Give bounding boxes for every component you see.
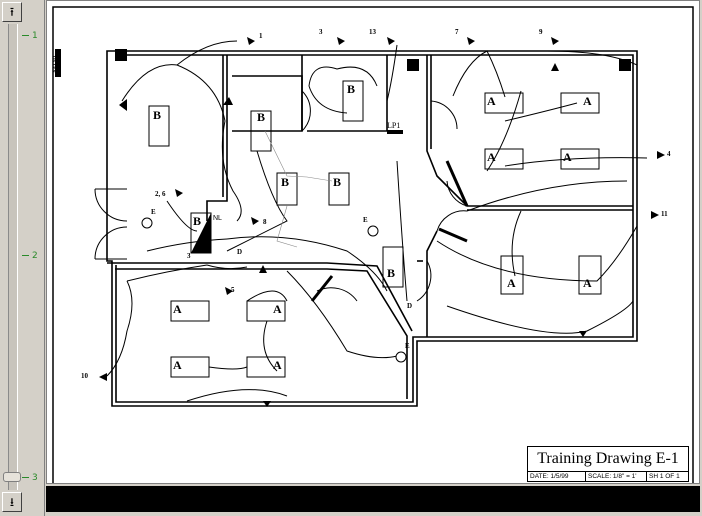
fixture-label-d: D — [407, 302, 413, 310]
ruler-tick-2: 2 — [22, 251, 38, 261]
mdp-panel — [55, 49, 61, 77]
lp1-panel — [387, 130, 403, 134]
ruler-tick-3: 3 — [22, 473, 38, 483]
fixture-label-a: A — [563, 150, 572, 164]
fixture-label-b: B — [257, 110, 266, 124]
status-bar — [46, 486, 700, 512]
exit-fixtures — [141, 217, 407, 363]
circuit-wiring — [106, 40, 648, 402]
switch-legs — [264, 130, 333, 248]
circuit-label: 5 — [231, 286, 235, 294]
drawing-title: Training Drawing E-1 — [528, 447, 688, 472]
drawing-scale: SCALE: 1/8" = 1' — [585, 472, 648, 482]
home-run-arrows — [99, 37, 665, 407]
title-block: Training Drawing E-1 DATE: 1/5/99 SCALE:… — [527, 446, 689, 482]
lp1-label: LP1 — [387, 121, 401, 130]
fixture-label-b: B — [387, 266, 396, 280]
ruler-tick-1: 1 — [22, 31, 38, 41]
sheet-border — [52, 6, 694, 483]
circuit-label: 7 — [455, 28, 459, 36]
circuit-label: 13 — [369, 28, 376, 36]
circuit-label: 11 — [661, 210, 668, 218]
arrow-up-icon: ⭱ — [9, 5, 15, 19]
arrow-down-icon: ⭳ — [9, 495, 15, 509]
fixture-label-a: A — [273, 302, 282, 316]
circuit-label: 4 — [667, 150, 671, 158]
nl-label: NL — [213, 215, 222, 222]
circuit-label: 10 — [81, 372, 88, 380]
fixture-label-a: A — [583, 94, 592, 108]
scroll-thumb[interactable] — [3, 472, 21, 482]
drawing-date: DATE: 1/5/99 — [530, 473, 569, 480]
circuit-label: 1 — [259, 32, 263, 40]
fixture-label-a: A — [583, 276, 592, 290]
fixture-label-a: A — [173, 302, 182, 316]
fixture-label-a: A — [507, 276, 516, 290]
corner-box — [407, 59, 419, 71]
fixture-label-b: B — [153, 108, 162, 122]
floor-plan-drawing — [52, 6, 694, 483]
fixture-label-e: E — [151, 208, 156, 216]
fixture-label-d: D — [237, 248, 243, 256]
vertical-scroll-track[interactable] — [8, 24, 18, 490]
circuit-label: 9 — [539, 28, 543, 36]
fixtures-b — [148, 80, 404, 288]
fixture-label-e: E — [363, 216, 368, 224]
circuit-label: 3 — [319, 28, 323, 36]
night-light-fill — [191, 213, 211, 253]
mdp-label: MDP — [51, 55, 60, 73]
fixture-label-e: E — [405, 342, 410, 350]
corner-box — [115, 49, 127, 61]
ruler-sidebar: ⭱ 1 2 3 ⭳ — [0, 0, 45, 516]
circuit-label: 8 — [263, 218, 267, 226]
fixture-label-a: A — [173, 358, 182, 372]
fixture-label-b: B — [281, 175, 290, 189]
circuit-label: 2, 6 — [155, 190, 166, 198]
scroll-up-button[interactable]: ⭱ — [2, 2, 22, 22]
fixtures-a — [170, 92, 602, 378]
fixture-label-b: B — [193, 214, 202, 228]
circuit-label: 3 — [187, 252, 191, 260]
corner-box — [619, 59, 631, 71]
door-leaves — [310, 160, 469, 302]
scroll-down-button[interactable]: ⭳ — [2, 492, 22, 512]
fixture-label-a: A — [273, 358, 282, 372]
fixture-label-b: B — [333, 175, 342, 189]
fixture-label-a: A — [487, 94, 496, 108]
fixture-label-b: B — [347, 82, 356, 96]
fixture-label-a: A — [487, 150, 496, 164]
drawing-sheet: SH 1 OF 1 — [646, 472, 693, 482]
